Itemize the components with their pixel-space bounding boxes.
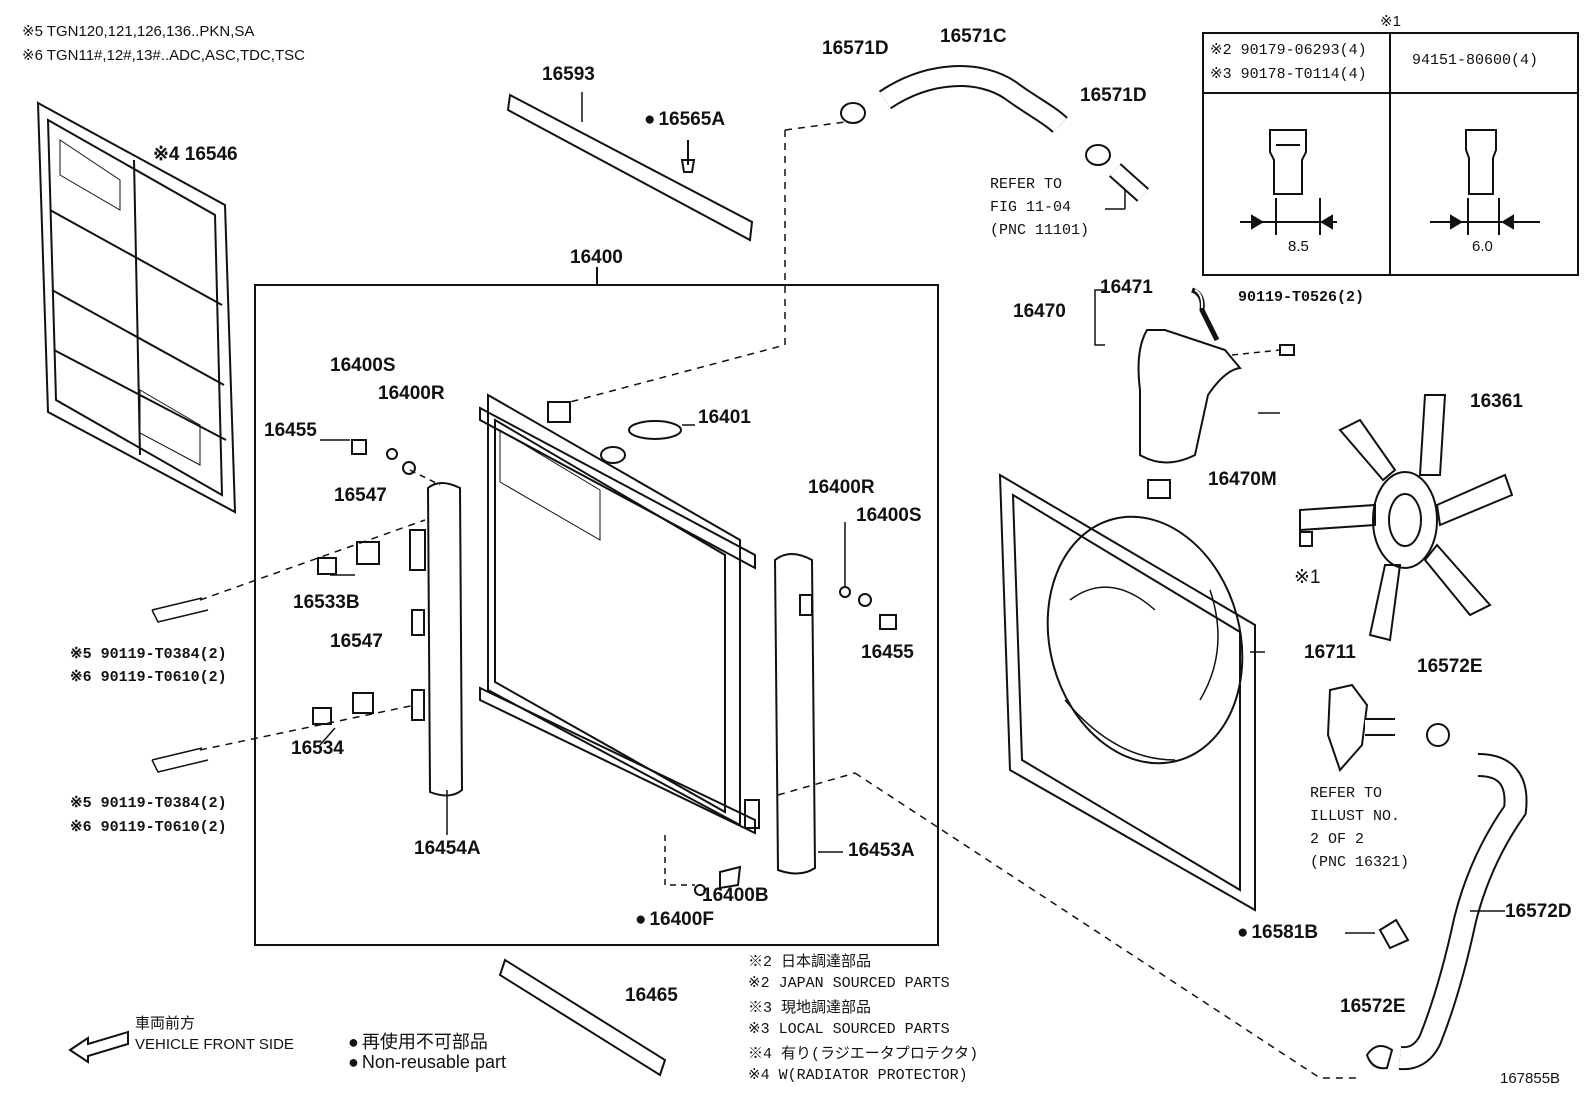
part-label-note-1[interactable]: ※1 bbox=[1294, 567, 1321, 588]
part-label-16470[interactable]: 16470 bbox=[1013, 301, 1066, 322]
part-label-16400B[interactable]: 16400B bbox=[702, 885, 769, 906]
part-label-16455[interactable]: 16455 bbox=[264, 420, 317, 441]
refer-illust-line: (PNC 16321) bbox=[1310, 854, 1410, 871]
bolt-ref-5[interactable]: ※5 90119-T0384(2) bbox=[70, 646, 227, 663]
part-label-16581B[interactable]: 16581B bbox=[1237, 922, 1318, 944]
part-label-16534[interactable]: 16534 bbox=[291, 738, 344, 759]
footnote: ※4 W(RADIATOR PROTECTOR) bbox=[748, 1067, 968, 1084]
part-label-16471[interactable]: 16471 bbox=[1100, 277, 1153, 298]
part-label-16571D[interactable]: 16571D bbox=[822, 38, 889, 59]
part-label-16400S[interactable]: 16400S bbox=[856, 505, 922, 526]
part-label-16453A[interactable]: 16453A bbox=[848, 840, 915, 861]
part-label-16571C[interactable]: 16571C bbox=[940, 26, 1007, 47]
refer-illust-line: 2 OF 2 bbox=[1310, 831, 1365, 848]
refer-fig-line: (PNC 11101) bbox=[990, 222, 1090, 239]
nut-left-dim: 8.5 bbox=[1288, 238, 1309, 255]
legend-nonreuse-en: Non-reusable part bbox=[348, 1052, 506, 1073]
nut-left-head[interactable]: ※2 90179-06293(4) bbox=[1210, 42, 1367, 59]
front-arrow-drawing bbox=[68, 1030, 129, 1064]
nut-left-head[interactable]: ※3 90178-T0114(4) bbox=[1210, 66, 1367, 83]
nut-right-dim: 6.0 bbox=[1472, 238, 1493, 255]
right-tank-drawing bbox=[773, 553, 817, 875]
part-label-16593[interactable]: 16593 bbox=[542, 64, 595, 85]
footnote: ※4 有り(ラジエータプロテクタ) bbox=[748, 1046, 979, 1063]
seal-drawing bbox=[498, 958, 667, 1077]
part-label-16533B[interactable]: 16533B bbox=[293, 592, 360, 613]
part-label-16400S[interactable]: 16400S bbox=[330, 355, 396, 376]
part-label-16455[interactable]: 16455 bbox=[861, 642, 914, 663]
part-label-16401[interactable]: 16401 bbox=[698, 407, 751, 428]
part-label-16400F[interactable]: 16400F bbox=[635, 909, 713, 931]
bolt-ref-6[interactable]: ※6 90119-T0610(2) bbox=[70, 669, 227, 686]
footnote: ※3 LOCAL SOURCED PARTS bbox=[748, 1021, 950, 1038]
refer-fig-line: REFER TO bbox=[990, 176, 1063, 193]
part-label-16546[interactable]: ※4 16546 bbox=[153, 144, 238, 165]
legend-arrow-jp: 車両前方 bbox=[135, 1015, 196, 1032]
part-label-16547[interactable]: 16547 bbox=[334, 485, 387, 506]
part-label-16470M[interactable]: 16470M bbox=[1208, 469, 1277, 490]
part-label-16571D[interactable]: 16571D bbox=[1080, 85, 1147, 106]
refer-illust-line[interactable]: ILLUST NO. bbox=[1310, 808, 1401, 825]
radiator-assembly-box bbox=[254, 284, 939, 946]
part-label-16465[interactable]: 16465 bbox=[625, 985, 678, 1006]
part-label-16400R[interactable]: 16400R bbox=[808, 477, 875, 498]
radiator-protector-drawing bbox=[36, 101, 237, 514]
header-note-5: ※5 TGN120,121,126,136..PKN,SA bbox=[22, 23, 255, 40]
fan-drawing bbox=[1299, 394, 1514, 642]
fan-shroud-drawing bbox=[998, 473, 1256, 912]
part-label-90119-T0526[interactable]: 90119-T0526(2) bbox=[1238, 289, 1365, 306]
nut-table-title: ※1 bbox=[1380, 13, 1401, 30]
bolt-ref-5[interactable]: ※5 90119-T0384(2) bbox=[70, 795, 227, 812]
legend-nonreuse-jp: 再使用不可部品 bbox=[348, 1028, 488, 1054]
part-label-16711[interactable]: 16711 bbox=[1304, 642, 1356, 663]
part-label-16361[interactable]: 16361 bbox=[1470, 391, 1523, 412]
part-label-16454A[interactable]: 16454A bbox=[414, 838, 481, 859]
footnote: ※2 JAPAN SOURCED PARTS bbox=[748, 975, 950, 992]
bolt-ref-6[interactable]: ※6 90119-T0610(2) bbox=[70, 819, 227, 836]
part-label-16547[interactable]: 16547 bbox=[330, 631, 383, 652]
support-bar-drawing bbox=[506, 93, 754, 242]
water-inlet-drawing bbox=[1326, 683, 1369, 772]
part-label-16400R[interactable]: 16400R bbox=[378, 383, 445, 404]
header-note-6: ※6 TGN11#,12#,13#..ADC,ASC,TDC,TSC bbox=[22, 47, 305, 64]
legend-arrow-en: VEHICLE FRONT SIDE bbox=[135, 1036, 294, 1053]
radiator-core-drawing bbox=[479, 393, 760, 835]
part-label-16400[interactable]: 16400 bbox=[570, 247, 623, 268]
footnote: ※2 日本調達部品 bbox=[748, 954, 872, 971]
part-label-16572E[interactable]: 16572E bbox=[1417, 656, 1483, 677]
nut-table bbox=[1202, 32, 1579, 276]
footnote: ※3 現地調達部品 bbox=[748, 1000, 872, 1017]
part-label-16572D[interactable]: 16572D bbox=[1505, 901, 1572, 922]
reservoir-drawing bbox=[1137, 329, 1242, 464]
part-label-16572E[interactable]: 16572E bbox=[1340, 996, 1406, 1017]
left-tank-drawing bbox=[426, 482, 464, 797]
figure-id: 167855B bbox=[1500, 1070, 1561, 1087]
nut-right-head[interactable]: 94151-80600(4) bbox=[1412, 52, 1539, 69]
refer-fig-line[interactable]: FIG 11-04 bbox=[990, 199, 1072, 216]
part-label-16565A[interactable]: 16565A bbox=[644, 109, 725, 131]
refer-illust-line: REFER TO bbox=[1310, 785, 1383, 802]
